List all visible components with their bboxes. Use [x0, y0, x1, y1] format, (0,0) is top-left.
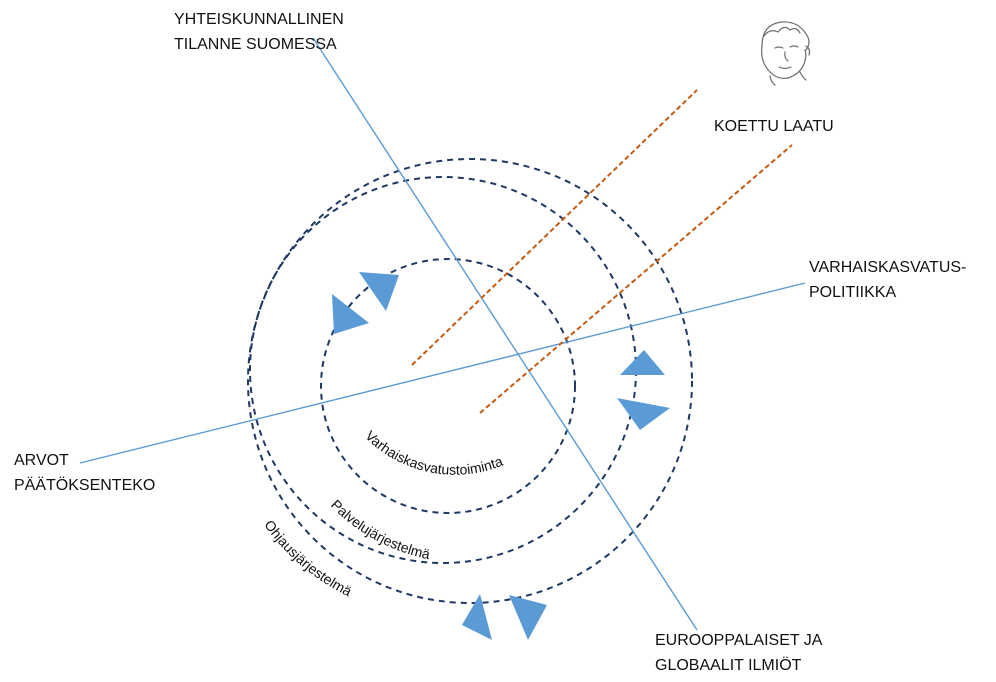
middle-ring [249, 176, 637, 564]
global-label-line-2: GLOBAALIT ILMIÖT [655, 657, 802, 674]
values-label-line-2: PÄÄTÖKSENTEKO [14, 477, 156, 494]
society-global-axis [312, 37, 698, 631]
arrow-upper-left-2 [332, 294, 369, 334]
perceived-quality-text: KOETTU LAATU [714, 118, 834, 135]
ring-label-inner: Varhaiskasvatustoiminta [362, 427, 505, 477]
global-label: EUROOPPALAISET JA GLOBAALIT ILMIÖT [655, 628, 822, 678]
global-label-line-1: EUROOPPALAISET JA [655, 632, 823, 649]
values-policy-axis [79, 282, 806, 464]
arrow-bottom-2 [509, 595, 547, 640]
society-label: YHTEISKUNNALLINEN TILANNE SUOMESSA [174, 7, 344, 57]
arrow-upper-left-1 [359, 272, 399, 311]
quality-line-1 [411, 89, 698, 366]
child-face-icon [761, 21, 811, 86]
ring-label-outer: Ohjausjärjestelmä [261, 517, 354, 599]
arrow-right-1 [620, 350, 665, 375]
values-label-line-1: ARVOT [14, 452, 69, 469]
arrow-right-2 [617, 398, 670, 430]
quality-line-2 [479, 144, 793, 414]
policy-label: VARHAISKASVATUS- POLITIIKKA [809, 255, 966, 305]
inner-ring [320, 258, 576, 514]
perceived-quality-label: KOETTU LAATU [714, 114, 834, 139]
outer-ring [247, 158, 693, 604]
values-label: ARVOT PÄÄTÖKSENTEKO [14, 448, 155, 498]
policy-label-line-2: POLITIIKKA [809, 284, 897, 301]
policy-label-line-1: VARHAISKASVATUS- [809, 259, 967, 276]
arrow-bottom-1 [462, 594, 492, 640]
society-label-line-2: TILANNE SUOMESSA [174, 36, 337, 53]
society-label-line-1: YHTEISKUNNALLINEN [174, 11, 344, 28]
